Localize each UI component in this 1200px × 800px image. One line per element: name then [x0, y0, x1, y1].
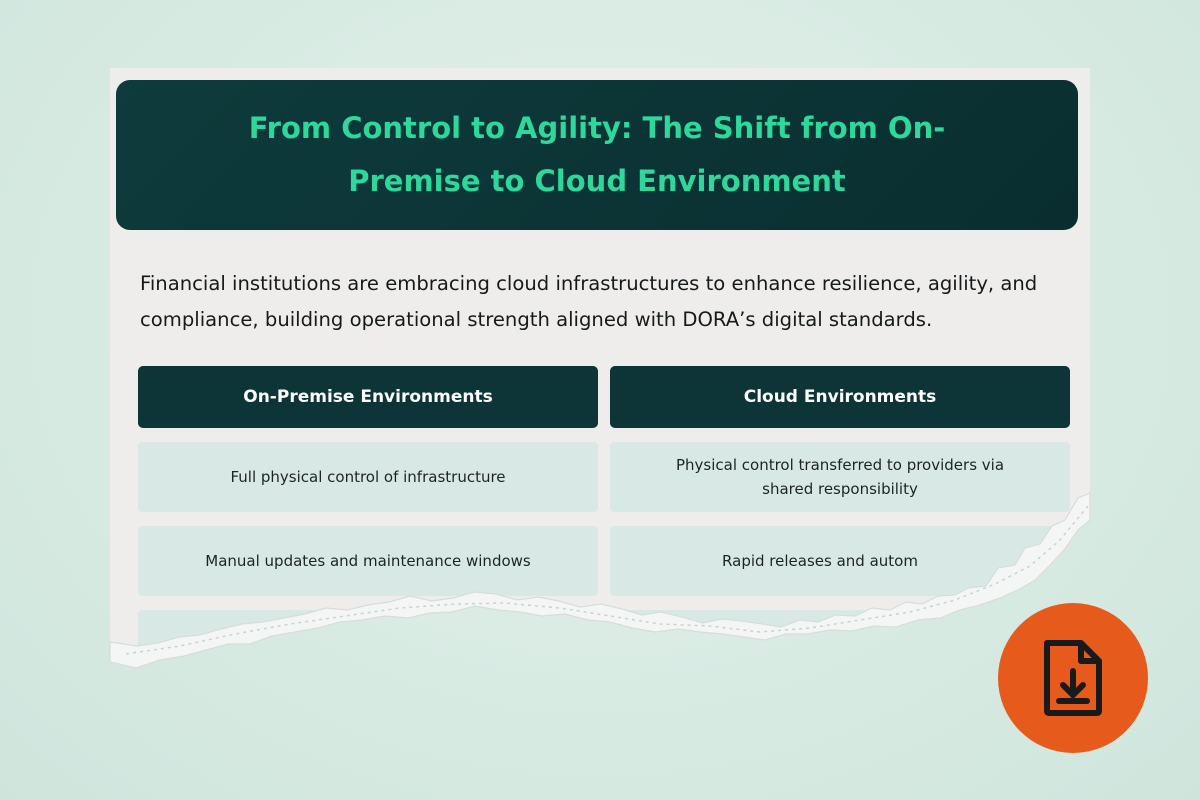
cell-text: Physical control transferred to provider…	[675, 456, 1005, 498]
column-header-cloud: Cloud Environments	[610, 366, 1070, 428]
download-document-button[interactable]	[998, 603, 1148, 753]
cell-text: Full physical control of infrastructure	[230, 468, 506, 486]
title-banner: From Control to Agility: The Shift from …	[116, 80, 1078, 230]
cell-text: Rapid releases and autom	[722, 552, 918, 570]
file-download-icon	[1044, 640, 1102, 716]
table-cell	[138, 610, 598, 680]
table-cell: Rapid releases and autom	[610, 526, 1070, 596]
table-cell: Physical control transferred to provider…	[610, 442, 1070, 512]
page-title: From Control to Agility: The Shift from …	[248, 111, 946, 198]
intro-paragraph: Financial institutions are embracing clo…	[140, 272, 1038, 331]
table-cell: Manual updates and maintenance windows	[138, 526, 598, 596]
document-preview-card: From Control to Agility: The Shift from …	[110, 68, 1090, 708]
table-cell: Full physical control of infrastructure	[138, 442, 598, 512]
column-header-on-premise: On-Premise Environments	[138, 366, 598, 428]
cell-text: Manual updates and maintenance windows	[205, 552, 531, 570]
